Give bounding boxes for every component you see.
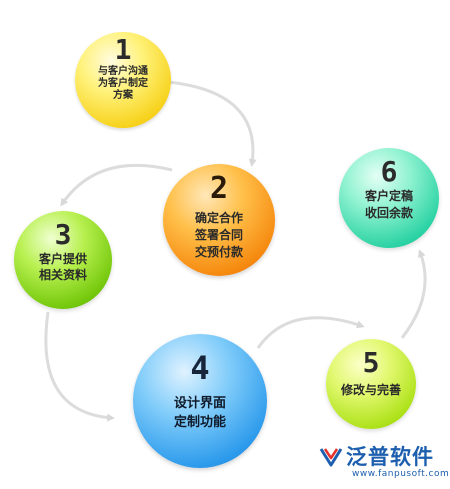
- fanpu-logo: 泛普软件 www.fanpusoft.com: [318, 441, 449, 485]
- logo-url: www.fanpusoft.com: [352, 469, 450, 479]
- fanpu-logo-icon: [319, 448, 343, 467]
- step-5-number: 5: [362, 346, 380, 379]
- logo-name: 泛普软件: [346, 445, 434, 469]
- arrow-5-to-6: [400, 249, 427, 339]
- arrow-3-to-4: [44, 311, 115, 422]
- step-4-label: 设计界面 定制功能: [173, 396, 226, 430]
- step-4-circle: 4 设计界面 定制功能: [133, 334, 267, 468]
- step-6-circle: 6 客户定稿 收回余款: [339, 148, 439, 248]
- step-2-label: 确定合作 签署合同 交预付款: [194, 211, 243, 259]
- step-6-label: 客户定稿 收回余款: [364, 189, 413, 220]
- step-3-number: 3: [54, 218, 72, 251]
- step-3-circle: 3 客户提供 相关资料: [14, 211, 112, 309]
- step-5-circle: 5 修改与完善: [326, 339, 416, 429]
- step-2-circle: 2 确定合作 签署合同 交预付款: [163, 164, 275, 276]
- step-2-number: 2: [209, 171, 229, 206]
- step-4-number: 4: [190, 349, 210, 387]
- arrow-4-to-5: [256, 316, 365, 349]
- step-3-label: 客户提供 相关资料: [38, 252, 87, 282]
- step-6-number: 6: [380, 155, 398, 188]
- arrow-1-to-2: [167, 80, 257, 167]
- step-1-number: 1: [114, 33, 132, 66]
- step-1-circle: 1 与客户沟通 为客户制定 方案: [75, 32, 171, 128]
- arrow-2-to-3: [60, 163, 173, 207]
- step-1-label: 与客户沟通 为客户制定 方案: [98, 66, 148, 101]
- step-5-label: 修改与完善: [340, 383, 401, 397]
